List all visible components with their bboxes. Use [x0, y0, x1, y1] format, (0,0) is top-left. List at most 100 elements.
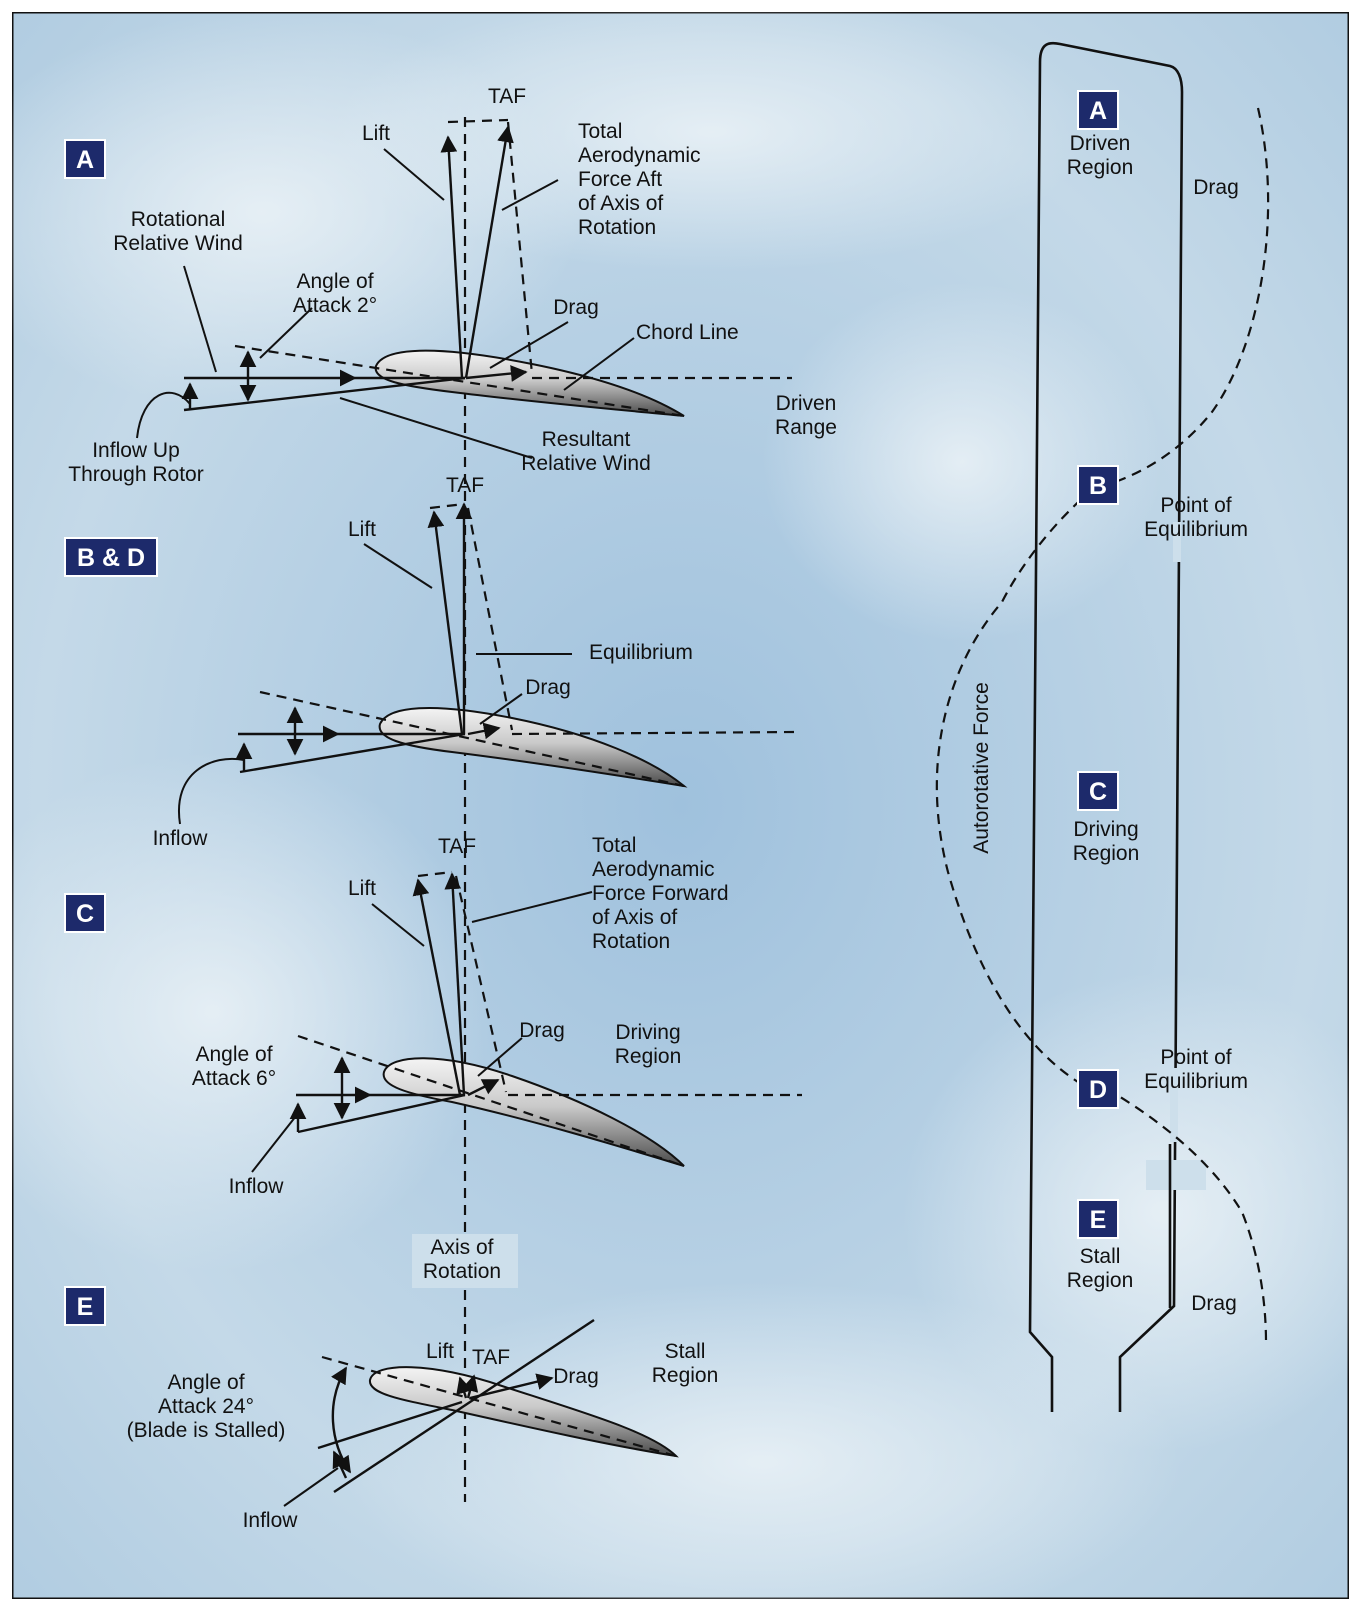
- inflow-leader: [283, 1467, 339, 1507]
- taf-construction-top: [417, 870, 453, 878]
- blade-badge-d-text: D: [1089, 1076, 1107, 1104]
- axis-label-backdrop: [412, 1234, 518, 1288]
- blade-badge-b-text: B: [1089, 472, 1107, 500]
- inflow-label: Inflow: [243, 1509, 299, 1532]
- blade-badge-d: [1077, 1069, 1119, 1109]
- equilibrium-d-label-2: Equilibrium: [1144, 1070, 1248, 1093]
- lift-label: Lift: [348, 877, 376, 900]
- rotor-blade-diagram: Autorotative Force A Driven Region Drag …: [935, 41, 1270, 1412]
- panel-b-d: B & D TAF Lift Equilibrium Drag Inflow: [64, 474, 797, 850]
- axis-of-rotation-label-1: Axis of: [430, 1236, 493, 1259]
- resultant-wind-line: [239, 732, 466, 774]
- taf-label: TAF: [446, 474, 484, 497]
- drag-label: Drag: [525, 676, 571, 699]
- equilibrium-b-label-1: Point of: [1160, 494, 1231, 517]
- lift-leader: [371, 903, 425, 947]
- drag-vector: [469, 1373, 554, 1400]
- lift-vector: [412, 878, 462, 1096]
- taf-vector: [461, 1374, 479, 1399]
- angle-label-1: Angle of: [195, 1043, 272, 1066]
- panel-c: C TAF Lift Total Aerodynamic Force Forwa…: [64, 834, 802, 1288]
- chord-line-extension: [259, 690, 685, 788]
- total-force-label-5: Rotation: [592, 930, 670, 953]
- driven-region-label-1: Driven: [1070, 132, 1131, 155]
- stall-region-label-1: Stall: [665, 1340, 706, 1363]
- chord-line-leader: [563, 337, 635, 391]
- panel-e: E Lift TAF Drag Stall Region Angle of At…: [64, 1286, 718, 1532]
- blade-badge-e: [1077, 1199, 1119, 1239]
- drag-label: Drag: [553, 296, 599, 319]
- resultant-wind-label-1: Resultant: [542, 428, 631, 451]
- angle-leader: [259, 307, 313, 359]
- total-force-label-1: Total: [592, 834, 636, 857]
- total-force-leader: [471, 891, 593, 923]
- resultant-wind-line: [297, 1093, 466, 1134]
- autorotative-force-label: Autorotative Force: [970, 682, 993, 854]
- badge-e-text: E: [77, 1293, 94, 1321]
- rotational-wind-label-1: Rotational: [131, 208, 226, 231]
- driving-region-blade-label-1: Driving: [1073, 818, 1138, 841]
- angle-label-2: Attack 24°: [158, 1395, 254, 1418]
- badge-c: [64, 893, 106, 933]
- badge-b-d-text: B & D: [77, 544, 145, 572]
- inflow-label: Inflow: [229, 1175, 285, 1198]
- panel-a: A TAF Lift Total Aerodynamic Force Aft o…: [64, 85, 837, 486]
- blade-badge-a-text: A: [1089, 97, 1107, 125]
- blade-badge-e-text: E: [1090, 1206, 1107, 1234]
- drag-vector: [467, 722, 501, 740]
- lift-leader: [383, 148, 445, 201]
- resultant-wind-line: [183, 376, 466, 412]
- total-force-label-3: Force Aft: [578, 168, 662, 191]
- resultant-wind-label-2: Relative Wind: [521, 452, 651, 475]
- rotational-wind-leader: [183, 265, 217, 373]
- horizontal-reference: [511, 730, 797, 736]
- total-force-label-1: Total: [578, 120, 622, 143]
- lift-label: Lift: [348, 518, 376, 541]
- angle-label-3: (Blade is Stalled): [127, 1419, 286, 1442]
- total-force-label-2: Aerodynamic: [592, 858, 715, 881]
- drag-vector: [465, 365, 528, 382]
- driving-region-label-2: Region: [615, 1045, 682, 1068]
- drag-vector: [467, 1078, 500, 1097]
- stall-region-blade-label-2: Region: [1067, 1269, 1134, 1292]
- badge-c-text: C: [76, 900, 94, 928]
- drag-leader: [477, 1037, 523, 1077]
- inflow-label-1: Inflow Up: [92, 439, 180, 462]
- drag-top-label: Drag: [1193, 176, 1239, 199]
- equilibrium-b-label-2: Equilibrium: [1144, 518, 1248, 541]
- badge-a-text: A: [76, 146, 94, 174]
- inflow-leader: [251, 1115, 297, 1173]
- angle-label-1: Angle of: [296, 270, 373, 293]
- total-force-label-2: Aerodynamic: [578, 144, 701, 167]
- blade-badge-c: [1077, 771, 1119, 811]
- driven-range-label-1: Driven: [776, 392, 837, 415]
- taf-label: TAF: [488, 85, 526, 108]
- stall-region-blade-label-1: Stall: [1080, 1245, 1121, 1268]
- blade-badge-c-text: C: [1089, 778, 1107, 806]
- drag-leader: [489, 321, 569, 369]
- rotational-wind-label-2: Relative Wind: [113, 232, 243, 255]
- taf-label: TAF: [472, 1346, 510, 1369]
- blade-badge-a: [1077, 90, 1119, 130]
- taf-construction-side: [506, 121, 534, 375]
- inflow-leader: [136, 391, 191, 439]
- taf-construction-top: [429, 502, 465, 510]
- angle-label-2: Attack 6°: [192, 1067, 276, 1090]
- cloud: [332, 0, 1092, 272]
- badge-e: [64, 1286, 106, 1326]
- cloud: [762, 282, 1162, 642]
- total-force-label-4: of Axis of: [592, 906, 677, 929]
- taf-label: TAF: [438, 835, 476, 858]
- drag-leader: [479, 693, 523, 725]
- lift-vector: [440, 135, 464, 379]
- total-force-label-5: Rotation: [578, 216, 656, 239]
- blade-gap-e: [1146, 1160, 1206, 1190]
- axis-of-rotation-label-2: Rotation: [423, 1260, 501, 1283]
- lift-label: Lift: [362, 122, 390, 145]
- inflow-leader: [177, 758, 245, 825]
- taf-construction-side: [466, 507, 514, 731]
- drag-label: Drag: [519, 1019, 565, 1042]
- chord-line-label: Chord Line: [636, 321, 739, 344]
